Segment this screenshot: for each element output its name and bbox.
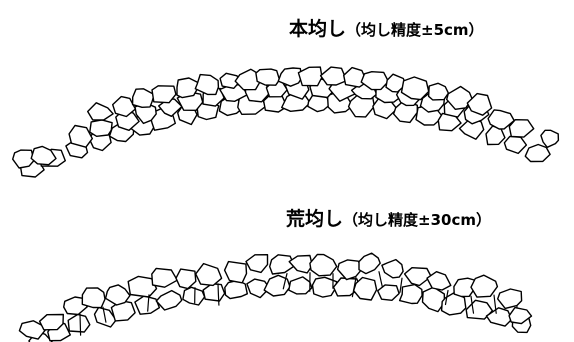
- stone: [269, 254, 296, 275]
- stone: [309, 253, 338, 277]
- stone: [176, 77, 199, 99]
- rough-leveling-accuracy: （均し精度±30cm）: [343, 211, 491, 229]
- gap-line: [444, 289, 449, 306]
- stone: [288, 254, 313, 274]
- fine-leveling-title: 本均し: [289, 18, 347, 40]
- stone: [358, 252, 381, 275]
- stone: [297, 66, 323, 87]
- stone: [377, 284, 400, 301]
- stone: [89, 119, 113, 137]
- stone: [277, 67, 303, 87]
- stone: [508, 306, 533, 325]
- stone: [466, 92, 493, 116]
- stone: [12, 149, 35, 169]
- fine-leveling-accuracy: （均し精度±5cm）: [346, 21, 484, 39]
- stone: [18, 320, 46, 340]
- stone: [485, 307, 513, 327]
- stone: [219, 72, 241, 89]
- stone: [151, 85, 177, 104]
- stone: [104, 284, 131, 306]
- stone: [87, 102, 114, 121]
- stone: [403, 267, 432, 287]
- stone: [487, 109, 515, 130]
- gap-line: [470, 295, 475, 314]
- gap-line: [147, 294, 150, 312]
- stone: [497, 288, 523, 310]
- gap-line: [282, 272, 288, 290]
- stone: [400, 76, 430, 101]
- stone: [398, 283, 423, 305]
- gap-line: [102, 306, 107, 323]
- stone: [223, 260, 248, 284]
- stone: [427, 82, 450, 101]
- stone: [255, 68, 281, 86]
- stone: [470, 274, 499, 298]
- stone: [151, 267, 178, 288]
- stone: [67, 313, 91, 333]
- stone: [110, 300, 136, 322]
- rough-leveled-mound: [18, 252, 533, 342]
- fine-leveling-label: 本均し（均し精度±5cm）: [289, 14, 484, 41]
- gap-line: [217, 283, 220, 306]
- stone: [336, 259, 363, 281]
- gap-line: [378, 271, 383, 288]
- stone: [81, 287, 106, 309]
- stone: [63, 296, 88, 316]
- stone: [540, 129, 560, 148]
- stone: [288, 276, 313, 295]
- stone: [134, 295, 161, 315]
- stone: [360, 71, 390, 91]
- stone: [182, 286, 206, 306]
- stone: [202, 283, 226, 302]
- stone: [158, 98, 183, 117]
- stone: [245, 254, 269, 274]
- stone: [458, 117, 485, 140]
- gap-line: [79, 313, 82, 336]
- fine-leveled-mound: [12, 66, 560, 178]
- stone: [195, 262, 223, 287]
- stone: [155, 289, 183, 311]
- stone: [38, 313, 64, 331]
- stone: [134, 101, 157, 125]
- gap-line: [399, 277, 403, 293]
- stone: [503, 135, 528, 155]
- stone: [524, 143, 551, 163]
- stone: [68, 124, 93, 148]
- stone: [175, 268, 197, 290]
- stone: [453, 277, 476, 298]
- rough-leveling-label: 荒均し（均し精度±30cm）: [286, 204, 491, 231]
- stone: [319, 66, 348, 86]
- stone: [224, 279, 248, 300]
- rough-leveling-title: 荒均し: [286, 208, 344, 230]
- stone: [246, 278, 271, 299]
- stone: [131, 88, 155, 108]
- stone: [385, 73, 407, 93]
- stone: [30, 145, 57, 166]
- stone: [426, 271, 452, 291]
- gap-line: [351, 277, 357, 298]
- stone: [508, 119, 535, 138]
- stone: [446, 85, 473, 110]
- stone: [421, 286, 446, 313]
- stone: [112, 95, 137, 118]
- stone: [194, 73, 220, 96]
- gap-line: [493, 294, 497, 314]
- stone: [381, 258, 404, 279]
